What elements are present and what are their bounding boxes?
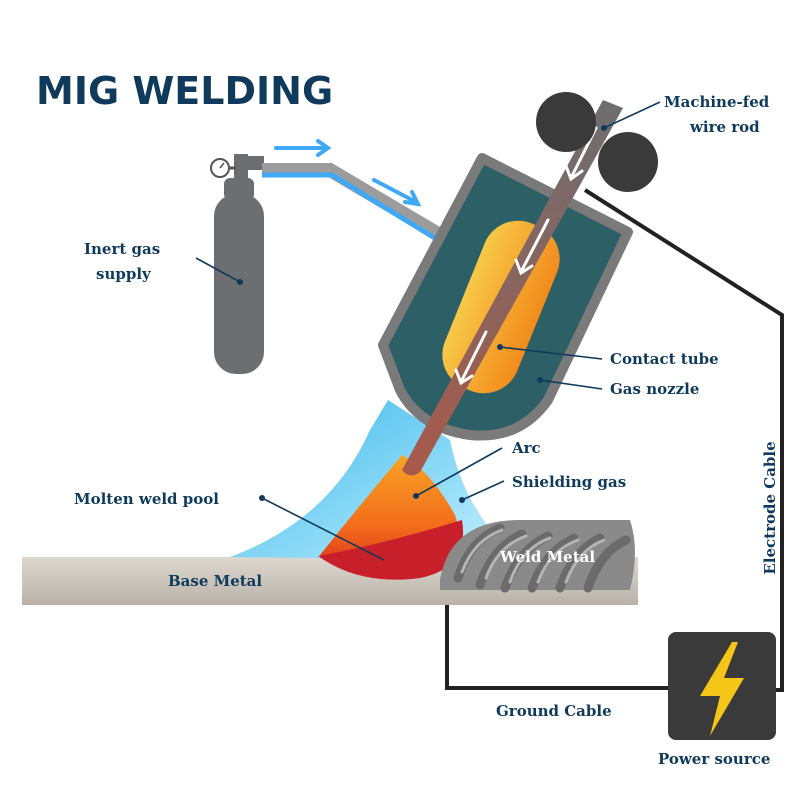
gas-cylinder	[214, 154, 264, 374]
page-title: MIG WELDING	[36, 69, 333, 113]
pressure-gauge-icon	[210, 158, 236, 178]
wire-rod	[402, 100, 623, 476]
label-wire-rod-line2: wire rod	[689, 118, 760, 136]
label-wire-rod-line1: Machine-fed	[664, 93, 770, 111]
molten-weld-pool-shape	[318, 520, 464, 580]
label-gas-supply-line1: Inert gas	[84, 240, 160, 258]
gas-hose	[262, 163, 444, 242]
lightning-bolt-icon	[700, 642, 744, 736]
electrode-cable	[583, 188, 784, 692]
label-molten-weld-pool: Molten weld pool	[74, 490, 219, 508]
label-ground-cable: Ground Cable	[496, 702, 612, 720]
label-gas-supply-line2: supply	[96, 265, 152, 283]
label-electrode-cable: Electrode Cable	[761, 441, 779, 574]
label-gas-nozzle: Gas nozzle	[610, 380, 699, 398]
label-shielding-gas: Shielding gas	[512, 473, 626, 491]
label-power-source: Power source	[658, 750, 770, 768]
leader-lines	[195, 101, 661, 561]
weld-metal-bead	[440, 520, 635, 593]
label-weld-metal: Weld Metal	[499, 548, 595, 566]
gas-hose-flow	[262, 172, 440, 243]
label-base-metal: Base Metal	[168, 572, 262, 590]
ground-cable	[445, 598, 668, 690]
feed-roller-top	[536, 92, 596, 152]
label-contact-tube: Contact tube	[610, 350, 719, 368]
feed-roller-bottom	[598, 132, 658, 192]
label-arc: Arc	[511, 439, 541, 457]
